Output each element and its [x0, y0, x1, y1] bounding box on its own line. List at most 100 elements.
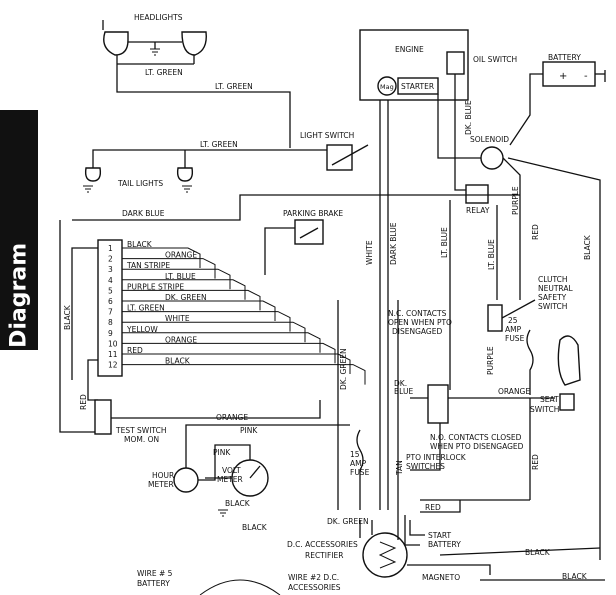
label-nc-closed-1: N.O. CONTACTS CLOSED: [430, 433, 522, 442]
label-wire2-1: WIRE #2 D.C.: [288, 573, 339, 582]
connector-wire-label: RED: [127, 346, 143, 355]
solenoid: [465, 146, 504, 204]
label-pink-meter: PINK: [213, 448, 231, 457]
label-wire5-2: BATTERY: [137, 579, 170, 588]
clutch-switch: [487, 299, 536, 332]
label-orange-low: ORANGE: [216, 413, 248, 422]
label-black-low: BLACK: [525, 548, 551, 557]
label-mag: Mag: [380, 83, 394, 91]
connector-wire-label: ORANGE: [165, 335, 197, 344]
connector-pin-1: 1: [108, 244, 113, 253]
label-pink-low: PINK: [240, 426, 258, 435]
connector-wire-label: LT. GREEN: [127, 304, 165, 313]
label-hour-1: HOUR: [152, 471, 174, 480]
label-tail-lights: TAIL LIGHTS: [117, 179, 163, 188]
connector-wire-label: TAN STRIPE: [126, 261, 170, 270]
connector-wire-label: DK. GREEN: [165, 293, 207, 302]
label-test-1: TEST SWITCH: [115, 426, 166, 435]
label-parking-brake: PARKING BRAKE: [283, 209, 343, 218]
connector-lead-2: [122, 258, 216, 279]
battery: [509, 61, 606, 146]
connector-wire-label: YELLOW: [126, 325, 158, 334]
label-fuse15-3: FUSE: [350, 468, 370, 477]
label-black-low2: BLACK: [562, 572, 588, 581]
test-switch: [59, 220, 321, 435]
connector-lead-5: [122, 289, 261, 311]
label-nc-open-2: OPEN WHEN PTO: [388, 318, 452, 327]
label-volt-1: VOLT: [222, 466, 241, 475]
label-clutch-2: NEUTRAL: [538, 284, 573, 293]
label-red-mid: RED: [531, 454, 540, 470]
label-fuse25-2: AMP: [505, 325, 522, 334]
connector-pin-3: 3: [108, 265, 113, 274]
label-red-low: RED: [425, 503, 441, 512]
connector-pin-7: 7: [108, 308, 113, 317]
label-relay: RELAY: [466, 206, 490, 215]
connector-lead-4: [122, 279, 246, 300]
parking-brake: [264, 219, 324, 275]
connector-pin-8: 8: [108, 318, 113, 327]
engine: [359, 29, 469, 101]
label-seat-1: SEAT: [540, 395, 559, 404]
connector-lead-1: [122, 247, 201, 268]
label-clutch-1: CLUTCH: [538, 275, 568, 284]
headlights: [103, 31, 207, 65]
label-clutch-4: SWITCH: [538, 302, 567, 311]
label-red-left: RED: [79, 394, 88, 410]
label-volt-2: METER: [217, 475, 243, 484]
connector-wire-label: BLACK: [165, 357, 191, 366]
label-fuse25-3: FUSE: [505, 334, 525, 343]
label-red-right: RED: [531, 224, 540, 240]
connector-wire-label: LT. BLUE: [165, 272, 196, 281]
label-dk-blue-top: DK. BLUE: [464, 100, 473, 135]
connector-wire-label: WHITE: [165, 314, 190, 323]
label-black-meter2: BLACK: [242, 523, 268, 532]
label-headlights: HEADLIGHTS: [134, 13, 183, 22]
label-dk-green-low: DK. GREEN: [327, 517, 369, 526]
label-dk-blue-mid-2: BLUE: [394, 387, 413, 396]
label-dark-blue: DARK BLUE: [122, 209, 165, 218]
connector-pin-5: 5: [108, 286, 113, 295]
label-magneto: MAGNETO: [422, 573, 460, 582]
light-switch: [290, 144, 369, 171]
connector-lead-9: [122, 332, 321, 353]
label-test-2: MOM. ON: [124, 435, 159, 444]
label-light-switch: LIGHT SWITCH: [300, 131, 354, 140]
battery-plus: +: [559, 71, 567, 82]
label-fuse25-1: 25: [508, 316, 518, 325]
label-purple-right: PURPLE: [511, 186, 520, 215]
connector-lead-7: [122, 311, 291, 332]
connector-pin-12: 12: [108, 361, 118, 370]
label-nc-closed-2: WHEN PTO DISENGAGED: [430, 442, 524, 451]
label-start: START: [428, 531, 452, 540]
label-lt-green-1: LT. GREEN: [145, 68, 183, 77]
connector-wire-label: PURPLE STRIPE: [127, 282, 184, 291]
label-hour-2: METER: [148, 480, 174, 489]
label-purple-mid: PURPLE: [486, 346, 495, 375]
label-fuse15-2: AMP: [350, 459, 367, 468]
seat-switch: [557, 335, 581, 411]
label-pto-1: PTO INTERLOCK: [406, 453, 467, 462]
connector-lead-11: [122, 353, 351, 374]
rectifier-magneto: [359, 500, 491, 578]
label-seat-2: SWITCH: [530, 405, 559, 414]
label-black-right: BLACK: [583, 234, 592, 260]
label-battery-term: BATTERY: [428, 540, 461, 549]
label-lt-green-3: LT. GREEN: [200, 140, 238, 149]
label-dk-green-vert: DK. GREEN: [339, 348, 348, 390]
label-dk-blue-mid-1: DK.: [394, 379, 407, 388]
label-wire5-1: WIRE # 5: [137, 569, 173, 578]
connector-lead-6: [122, 300, 276, 321]
label-engine: ENGINE: [395, 45, 424, 54]
tail-lights: [83, 149, 290, 193]
connector-pin-4: 4: [108, 276, 113, 285]
meters: [173, 424, 350, 517]
label-dark-blue-vert: DARK BLUE: [389, 222, 398, 265]
connector-lead-10: [122, 342, 336, 364]
connector-lead-3: [122, 268, 231, 290]
label-lt-blue-vert2: LT. BLUE: [487, 239, 496, 270]
connector-pin-10: 10: [108, 339, 118, 348]
pto-interlock: [410, 384, 555, 471]
